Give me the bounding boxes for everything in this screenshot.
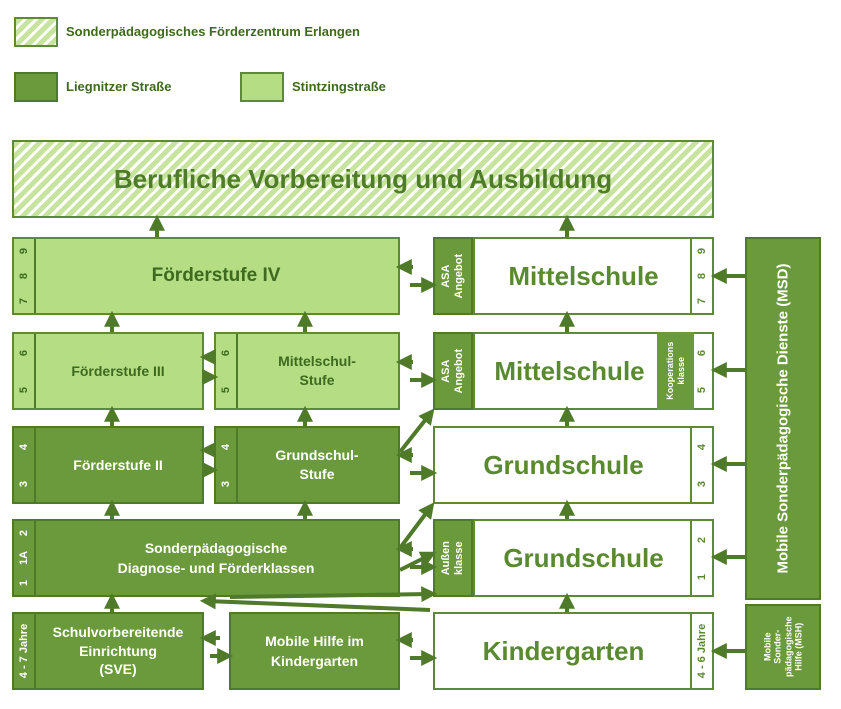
grundschule-lower-grades: 2 1 <box>690 521 712 595</box>
kindergarten-label: Kindergarten <box>482 635 645 666</box>
legend-swatch-combined <box>14 17 58 47</box>
mittelschule-upper-label: Mittelschule <box>508 260 659 291</box>
arrow-diagonal <box>399 551 437 572</box>
msh-box: Mobile Sonder- pädagogische Hilfe (MSH) <box>745 604 821 690</box>
arrow-diagonal <box>398 502 435 550</box>
foerderstufe-4-label: Förderstufe IV <box>151 265 281 286</box>
aussenklasse-box: Außen klasse <box>433 519 473 597</box>
grundschule-upper-grades: 4 3 <box>690 428 712 502</box>
foerderstufe-2-box: 4 3 Förderstufe II <box>12 426 204 504</box>
legend-label-light: Stintzingstraße <box>292 79 386 94</box>
diagnose-foerderklassen-grades: 2 1A 1 <box>14 521 36 595</box>
sve-label: Schulvorbereitende Einrichtung (SVE) <box>52 623 184 678</box>
mittelschule-upper-box: 9 8 7 Mittelschule <box>473 237 714 315</box>
foerderstufe-2-label: Förderstufe II <box>73 457 163 473</box>
diagnose-foerderklassen-label: Sonderpädagogische Diagnose- und Förderk… <box>117 539 315 576</box>
grundschule-lower-box: 2 1 Grundschule <box>473 519 714 597</box>
grundschul-stufe-grades: 4 3 <box>216 428 238 502</box>
sve-box: 4 - 7 Jahre Schulvorbereitende Einrichtu… <box>12 612 204 690</box>
legend-label-combined: Sonderpädagogisches Förderzentrum Erlang… <box>66 24 360 39</box>
mobile-hilfe-kindergarten-box: Mobile Hilfe im Kindergarten <box>229 612 400 690</box>
sve-age: 4 - 7 Jahre <box>14 614 36 688</box>
mittelschul-stufe-box: 6 5 Mittelschul- Stufe <box>214 332 400 410</box>
grundschule-upper-label: Grundschule <box>483 449 644 480</box>
kindergarten-box: 4 - 6 Jahre Kindergarten <box>433 612 714 690</box>
foerderstufe-2-grades: 4 3 <box>14 428 36 502</box>
berufliche-vorbereitung-label: Berufliche Vorbereitung und Ausbildung <box>113 163 613 194</box>
foerderstufe-3-grades: 6 5 <box>14 334 36 408</box>
kindergarten-age: 4 - 6 Jahre <box>690 614 712 688</box>
msd-box: Mobile Sonderpädagogische Dienste (MSD) <box>745 237 821 600</box>
arrow-diagonal <box>398 408 435 454</box>
arrow-diagonal <box>229 586 438 603</box>
berufliche-vorbereitung-box: Berufliche Vorbereitung und Ausbildung <box>12 140 714 218</box>
asa-angebot-top-box: ASA Angebot <box>433 237 473 315</box>
legend-swatch-dark <box>14 72 58 102</box>
mittelschule-lower-label: Mittelschule <box>494 355 645 386</box>
mittelschul-stufe-label: Mittelschul- Stufe <box>278 353 356 388</box>
grundschule-lower-label: Grundschule <box>503 542 664 573</box>
legend-label-dark: Liegnitzer Straße <box>66 79 172 94</box>
foerderstufe-4-box: 9 8 7 Förderstufe IV <box>12 237 400 315</box>
kooperationsklasse-box: Kooperations klasse <box>657 332 694 410</box>
arrow-diagonal <box>199 593 431 612</box>
foerderstufe-3-box: 6 5 Förderstufe III <box>12 332 204 410</box>
mittelschule-upper-grades: 9 8 7 <box>690 239 712 313</box>
asa-angebot-mid-box: ASA Angebot <box>433 332 473 410</box>
grundschul-stufe-label: Grundschul- Stufe <box>275 447 359 482</box>
legend-swatch-light <box>240 72 284 102</box>
foerderstufe-4-grades: 9 8 7 <box>14 239 36 313</box>
mittelschul-stufe-grades: 6 5 <box>216 334 238 408</box>
foerderstufe-3-label: Förderstufe III <box>71 363 165 379</box>
mobile-hilfe-kindergarten-label: Mobile Hilfe im Kindergarten <box>265 632 364 669</box>
